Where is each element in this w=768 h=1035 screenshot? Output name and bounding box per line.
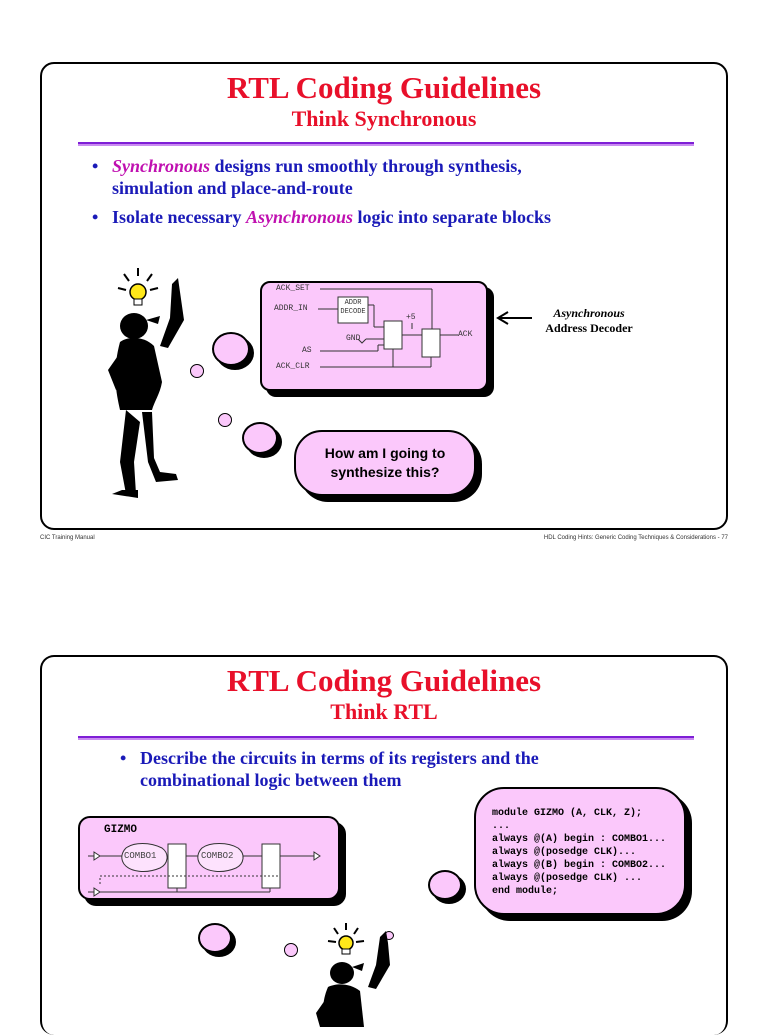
bullet-emphasis: Synchronous — [112, 156, 211, 176]
signal-addr-in: ADDR_IN — [274, 304, 308, 313]
footer-right: HDL Coding Hints: Generic Coding Techniq… — [543, 535, 728, 541]
footer-left: CIC Training Manual — [40, 535, 95, 541]
combo2-label: COMBO2 — [201, 851, 234, 861]
speech-line1: How am I going to — [324, 445, 446, 461]
code-line: always @(posedge CLK)... — [492, 847, 637, 858]
bullet-text: Isolate necessary — [112, 207, 246, 227]
code-line: always @(posedge CLK) ... — [492, 873, 643, 884]
slide-1-title: RTL Coding Guidelines — [226, 70, 542, 105]
slide-2-bullet-1: • Describe the circuits in terms of its … — [120, 747, 700, 791]
bullet-dot: • — [92, 207, 99, 227]
bullet-text: designs run smoothly through synthesis, — [210, 156, 522, 176]
annotation-async-decoder: Asynchronous Address Decoder — [534, 306, 644, 336]
thought-bubble-small — [218, 413, 232, 427]
thought-bubble-large — [212, 332, 250, 366]
decoder-label-line1: ADDR — [344, 299, 362, 307]
decoder-label-line2: DECODE — [340, 308, 366, 316]
slide-1: RTL Coding Guidelines Think Synchronous … — [40, 62, 728, 530]
bullet-text-line2: simulation and place-and-route — [112, 178, 353, 198]
signal-ack: ACK — [458, 330, 473, 339]
signal-plus5: +5 — [406, 313, 416, 322]
decoder-label: ADDR DECODE — [338, 299, 368, 317]
bullet-dot: • — [120, 748, 127, 768]
bullet-text-line2: combinational logic between them — [140, 770, 402, 790]
slide-2: RTL Coding Guidelines Think RTL • Descri… — [40, 655, 728, 1035]
bullet-text-post: logic into separate blocks — [353, 207, 552, 227]
signal-as: AS — [302, 346, 312, 355]
async-decoder-diagram: ACK_SET ADDR_IN ADDR DECODE +5 GND AS AC… — [260, 281, 488, 391]
thinking-figure — [316, 923, 390, 1027]
code-line: module GIZMO (A, CLK, Z); — [492, 808, 643, 819]
slide-2-subtitle: Think RTL — [330, 699, 438, 724]
code-bubble: module GIZMO (A, CLK, Z); ... always @(A… — [474, 787, 686, 915]
combo1-label: COMBO1 — [124, 851, 157, 861]
bullet-dot: • — [92, 156, 99, 176]
lightbulb-icon — [327, 923, 365, 955]
thought-bubble-small — [284, 943, 298, 957]
slide-1-title-rule — [78, 142, 694, 146]
slide-1-bullet-2: • Isolate necessary Asynchronous logic i… — [92, 206, 672, 228]
signal-ack-clr: ACK_CLR — [276, 362, 310, 371]
gizmo-label: GIZMO — [104, 824, 138, 836]
code-line: end module; — [492, 886, 559, 897]
annotation-line1: Asynchronous — [553, 306, 625, 320]
speech-bubble: How am I going to synthesize this? — [294, 430, 476, 496]
code-line: always @(A) begin : COMBO1... — [492, 834, 667, 845]
code-line: ... — [492, 821, 511, 832]
bullet-text-line1: Describe the circuits in terms of its re… — [140, 748, 539, 768]
thinking-figure — [108, 268, 184, 498]
slide-1-bullet-1: • Synchronous designs run smoothly throu… — [92, 155, 672, 199]
lightbulb-icon — [117, 268, 159, 306]
left-arrow-icon — [496, 311, 532, 325]
slide-2-title-rule — [78, 736, 694, 740]
speech-text: How am I going to synthesize this? — [296, 444, 474, 482]
annotation-line2: Address Decoder — [545, 321, 633, 335]
thought-bubble-large — [242, 422, 278, 454]
signal-ack-set: ACK_SET — [276, 284, 310, 293]
signal-gnd: GND — [346, 334, 361, 343]
speech-line2: synthesize this? — [330, 464, 440, 480]
slide-1-subtitle: Think Synchronous — [291, 106, 477, 131]
thought-bubble-small — [190, 364, 204, 378]
slide-2-title: RTL Coding Guidelines — [226, 663, 542, 698]
circuit-wires — [318, 288, 458, 368]
thought-bubble-large — [428, 870, 462, 900]
code-line: always @(B) begin : COMBO2... — [492, 860, 667, 871]
bullet-emphasis: Asynchronous — [245, 207, 354, 227]
gizmo-wires — [88, 843, 321, 897]
gizmo-diagram: GIZMO COMBO1 COMBO2 — [78, 816, 340, 900]
thought-bubble-large — [198, 923, 232, 953]
